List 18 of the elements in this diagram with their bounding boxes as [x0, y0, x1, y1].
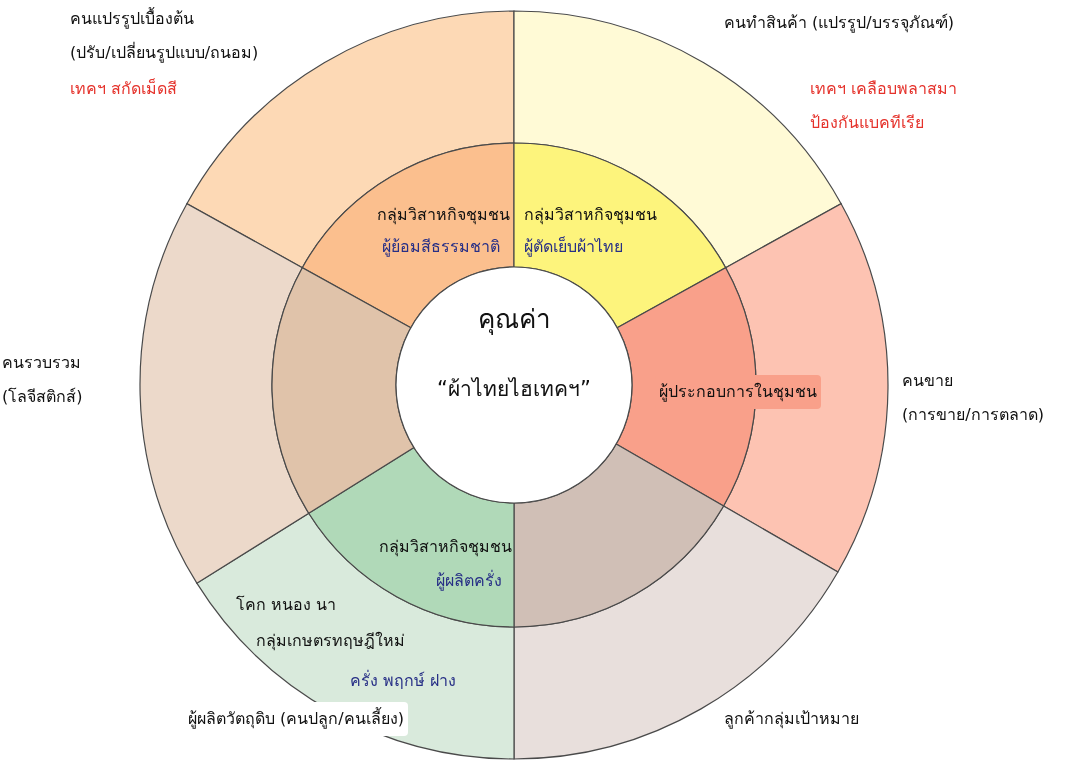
segment-note: เทคฯ สกัดเม็ดสี	[70, 77, 178, 100]
segment-label: คนขาย (การขาย/การตลาด)	[902, 370, 1045, 426]
segment-label: คนรวบรวม (โลจีสติกส์)	[2, 352, 84, 408]
segment-label: “ผ้าไทยไฮเทคฯ”	[437, 376, 591, 403]
segment-label: กลุ่มเกษตรทฤษฎีใหม่	[256, 630, 405, 653]
segment-label: กลุ่มวิสาหกิจชุมชน	[524, 204, 657, 227]
segment-label: กลุ่มวิสาหกิจชุมชน	[379, 536, 512, 559]
segment-label: คุณค่า	[477, 303, 551, 336]
segment-note: เทคฯ เคลือบพลาสมา ป้องกันแบคทีเรีย	[810, 78, 959, 134]
segment-label: คนทำสินค้า (แปรรูป/บรรจุภัณฑ์)	[724, 12, 954, 35]
segment-label: กลุ่มวิสาหกิจชุมชน	[377, 204, 510, 227]
segment-label: ลูกค้ากลุ่มเป้าหมาย	[724, 708, 859, 731]
segment-note: ผู้ผลิตครั่ง	[436, 569, 502, 593]
segment-label: คนแปรรูปเบื้องต้น (ปรับ/เปลี่ยนรูปแบบ/ถนอม)	[70, 6, 260, 65]
segment-note: ครั่ง พฤกษ์ ฝาง	[350, 669, 457, 692]
segment-note: ผู้ย้อมสีธรรมชาติ	[382, 236, 500, 259]
segment-note: ผู้ตัดเย็บผ้าไทย	[524, 235, 623, 259]
segment-label: โคก หนอง นา	[236, 594, 337, 616]
